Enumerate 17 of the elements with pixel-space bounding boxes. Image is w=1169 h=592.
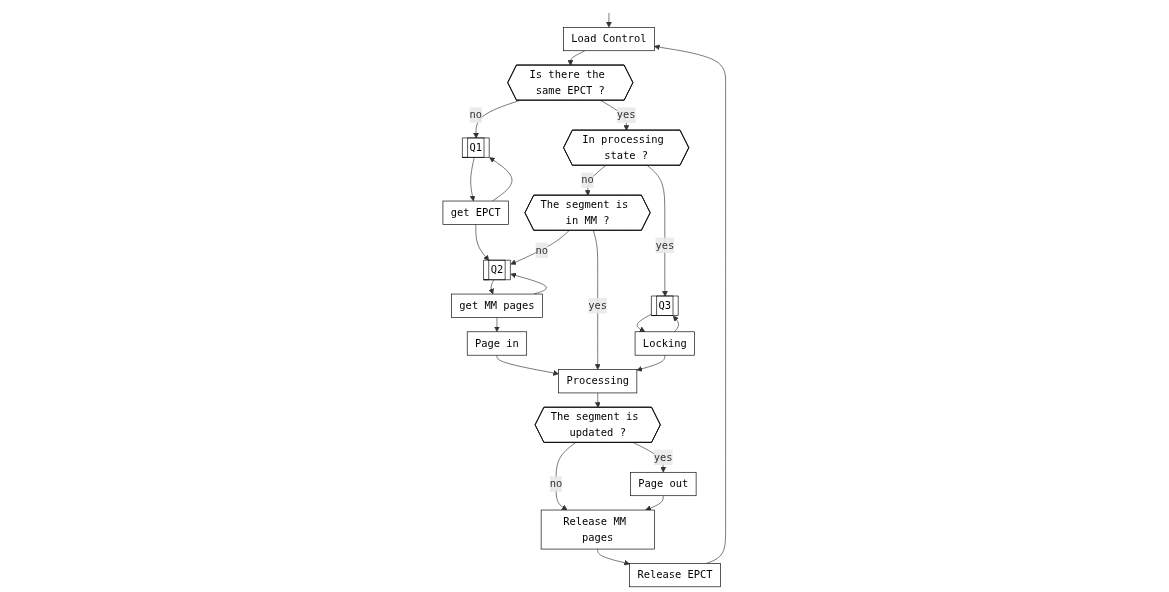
edge-label: no (549, 477, 563, 490)
node-box: Locking (634, 331, 696, 356)
edge-label: no (535, 243, 549, 257)
node-box: Release MM pages (541, 509, 655, 550)
edge-label: yes (655, 238, 675, 252)
edge-label: no (469, 108, 483, 121)
node-box: get EPCT (442, 200, 510, 225)
edge-label: no (581, 173, 595, 187)
node-box: Page out (630, 471, 697, 497)
edge-label: yes (654, 450, 673, 464)
node-box: Processing (558, 369, 638, 394)
node-box: Release EPCT (629, 563, 721, 588)
edge-label: yes (588, 299, 608, 312)
node-box: get MM pages (451, 293, 543, 318)
node-box: Page in (467, 331, 528, 356)
edge-label: yes (616, 108, 636, 121)
node-box: Load Control (563, 27, 655, 52)
